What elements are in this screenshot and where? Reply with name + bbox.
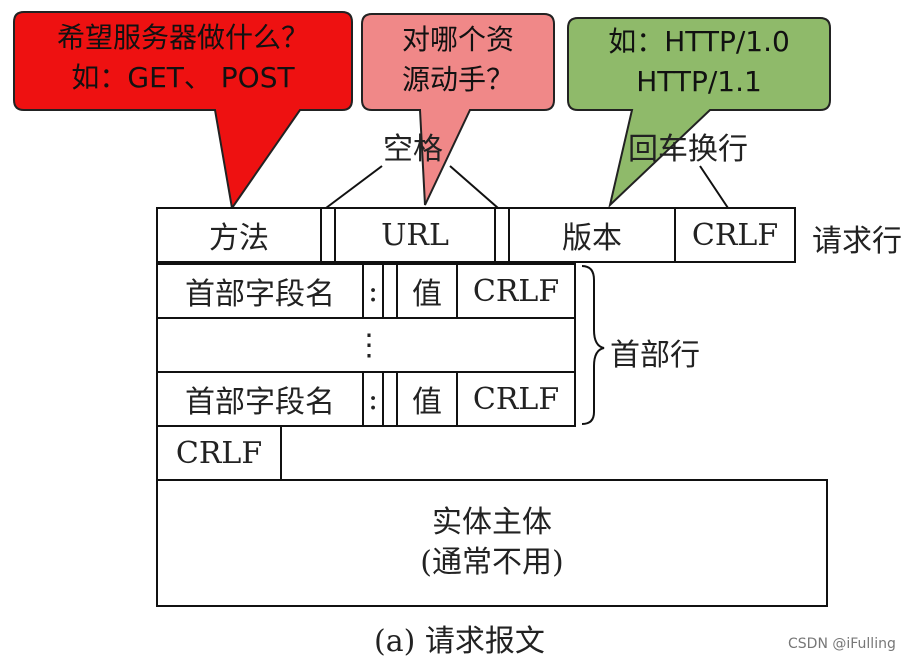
version-callout-bubble — [567, 17, 831, 209]
space-annotation: 空格 — [383, 132, 443, 167]
header-value-cell-1: 值 — [396, 263, 458, 319]
crlf-pointer — [699, 165, 729, 209]
request-line-label: 请求行 — [812, 224, 902, 259]
method-callout-bubble — [13, 11, 353, 211]
header-value-cell-2: 值 — [396, 371, 458, 427]
method-callout: 希望服务器做什么？ 如：GET、 POST — [14, 18, 352, 98]
url-cell: URL — [334, 207, 496, 263]
url-callout-line2: 源动手？ — [401, 63, 514, 96]
header-field-name-1: 首部字段名 — [185, 277, 335, 312]
entity-body-cell: 实体主体 (通常不用) — [156, 479, 828, 607]
method-label: 方法 — [209, 221, 269, 256]
entity-body-line1: 实体主体 — [432, 505, 552, 540]
header-ellipsis-row: ⋮ — [156, 317, 576, 373]
header-crlf-1: CRLF — [472, 273, 560, 309]
request-crlf-cell: CRLF — [674, 207, 796, 263]
method-callout-line1: 希望服务器做什么？ — [56, 21, 309, 54]
entity-body-line2: (通常不用) — [420, 545, 564, 580]
blank-line-crlf: CRLF — [175, 435, 263, 471]
header-value-2: 值 — [412, 385, 442, 420]
space-pointer-left — [325, 165, 383, 209]
space-pointer-right — [449, 165, 499, 209]
blank-line-crlf-cell: CRLF — [156, 425, 282, 481]
header-value-1: 值 — [412, 277, 442, 312]
header-crlf-cell-1: CRLF — [456, 263, 576, 319]
header-colon-cell-2: : — [362, 371, 384, 427]
version-callout: 如：HTTP/1.0 HTTP/1.1 — [568, 22, 830, 102]
header-colon-2: : — [367, 381, 379, 417]
header-field-name-cell-1: 首部字段名 — [156, 263, 364, 319]
url-callout: 对哪个资 源动手？ — [362, 20, 554, 100]
version-callout-line2: HTTP/1.1 — [636, 65, 762, 98]
header-lines-label: 首部行 — [610, 338, 700, 373]
watermark: CSDN @iFulling — [788, 636, 896, 652]
request-crlf-label: CRLF — [691, 217, 779, 253]
version-cell: 版本 — [508, 207, 676, 263]
header-crlf-cell-2: CRLF — [456, 371, 576, 427]
header-brace — [581, 265, 605, 425]
figure-caption: (a) 请求报文 — [374, 624, 545, 659]
header-field-name-cell-2: 首部字段名 — [156, 371, 364, 427]
version-callout-line1: 如：HTTP/1.0 — [608, 25, 790, 58]
header-crlf-2: CRLF — [472, 381, 560, 417]
header-field-name-2: 首部字段名 — [185, 385, 335, 420]
url-callout-line1: 对哪个资 — [401, 23, 514, 56]
method-callout-line2: 如：GET、 POST — [71, 61, 295, 94]
crlf-annotation: 回车换行 — [628, 132, 748, 167]
version-label: 版本 — [562, 221, 622, 256]
url-label: URL — [381, 217, 449, 253]
method-cell: 方法 — [156, 207, 322, 263]
header-ellipsis: ⋮ — [354, 327, 384, 363]
url-callout-bubble — [361, 13, 555, 206]
header-colon-1: : — [367, 273, 379, 309]
header-colon-cell-1: : — [362, 263, 384, 319]
